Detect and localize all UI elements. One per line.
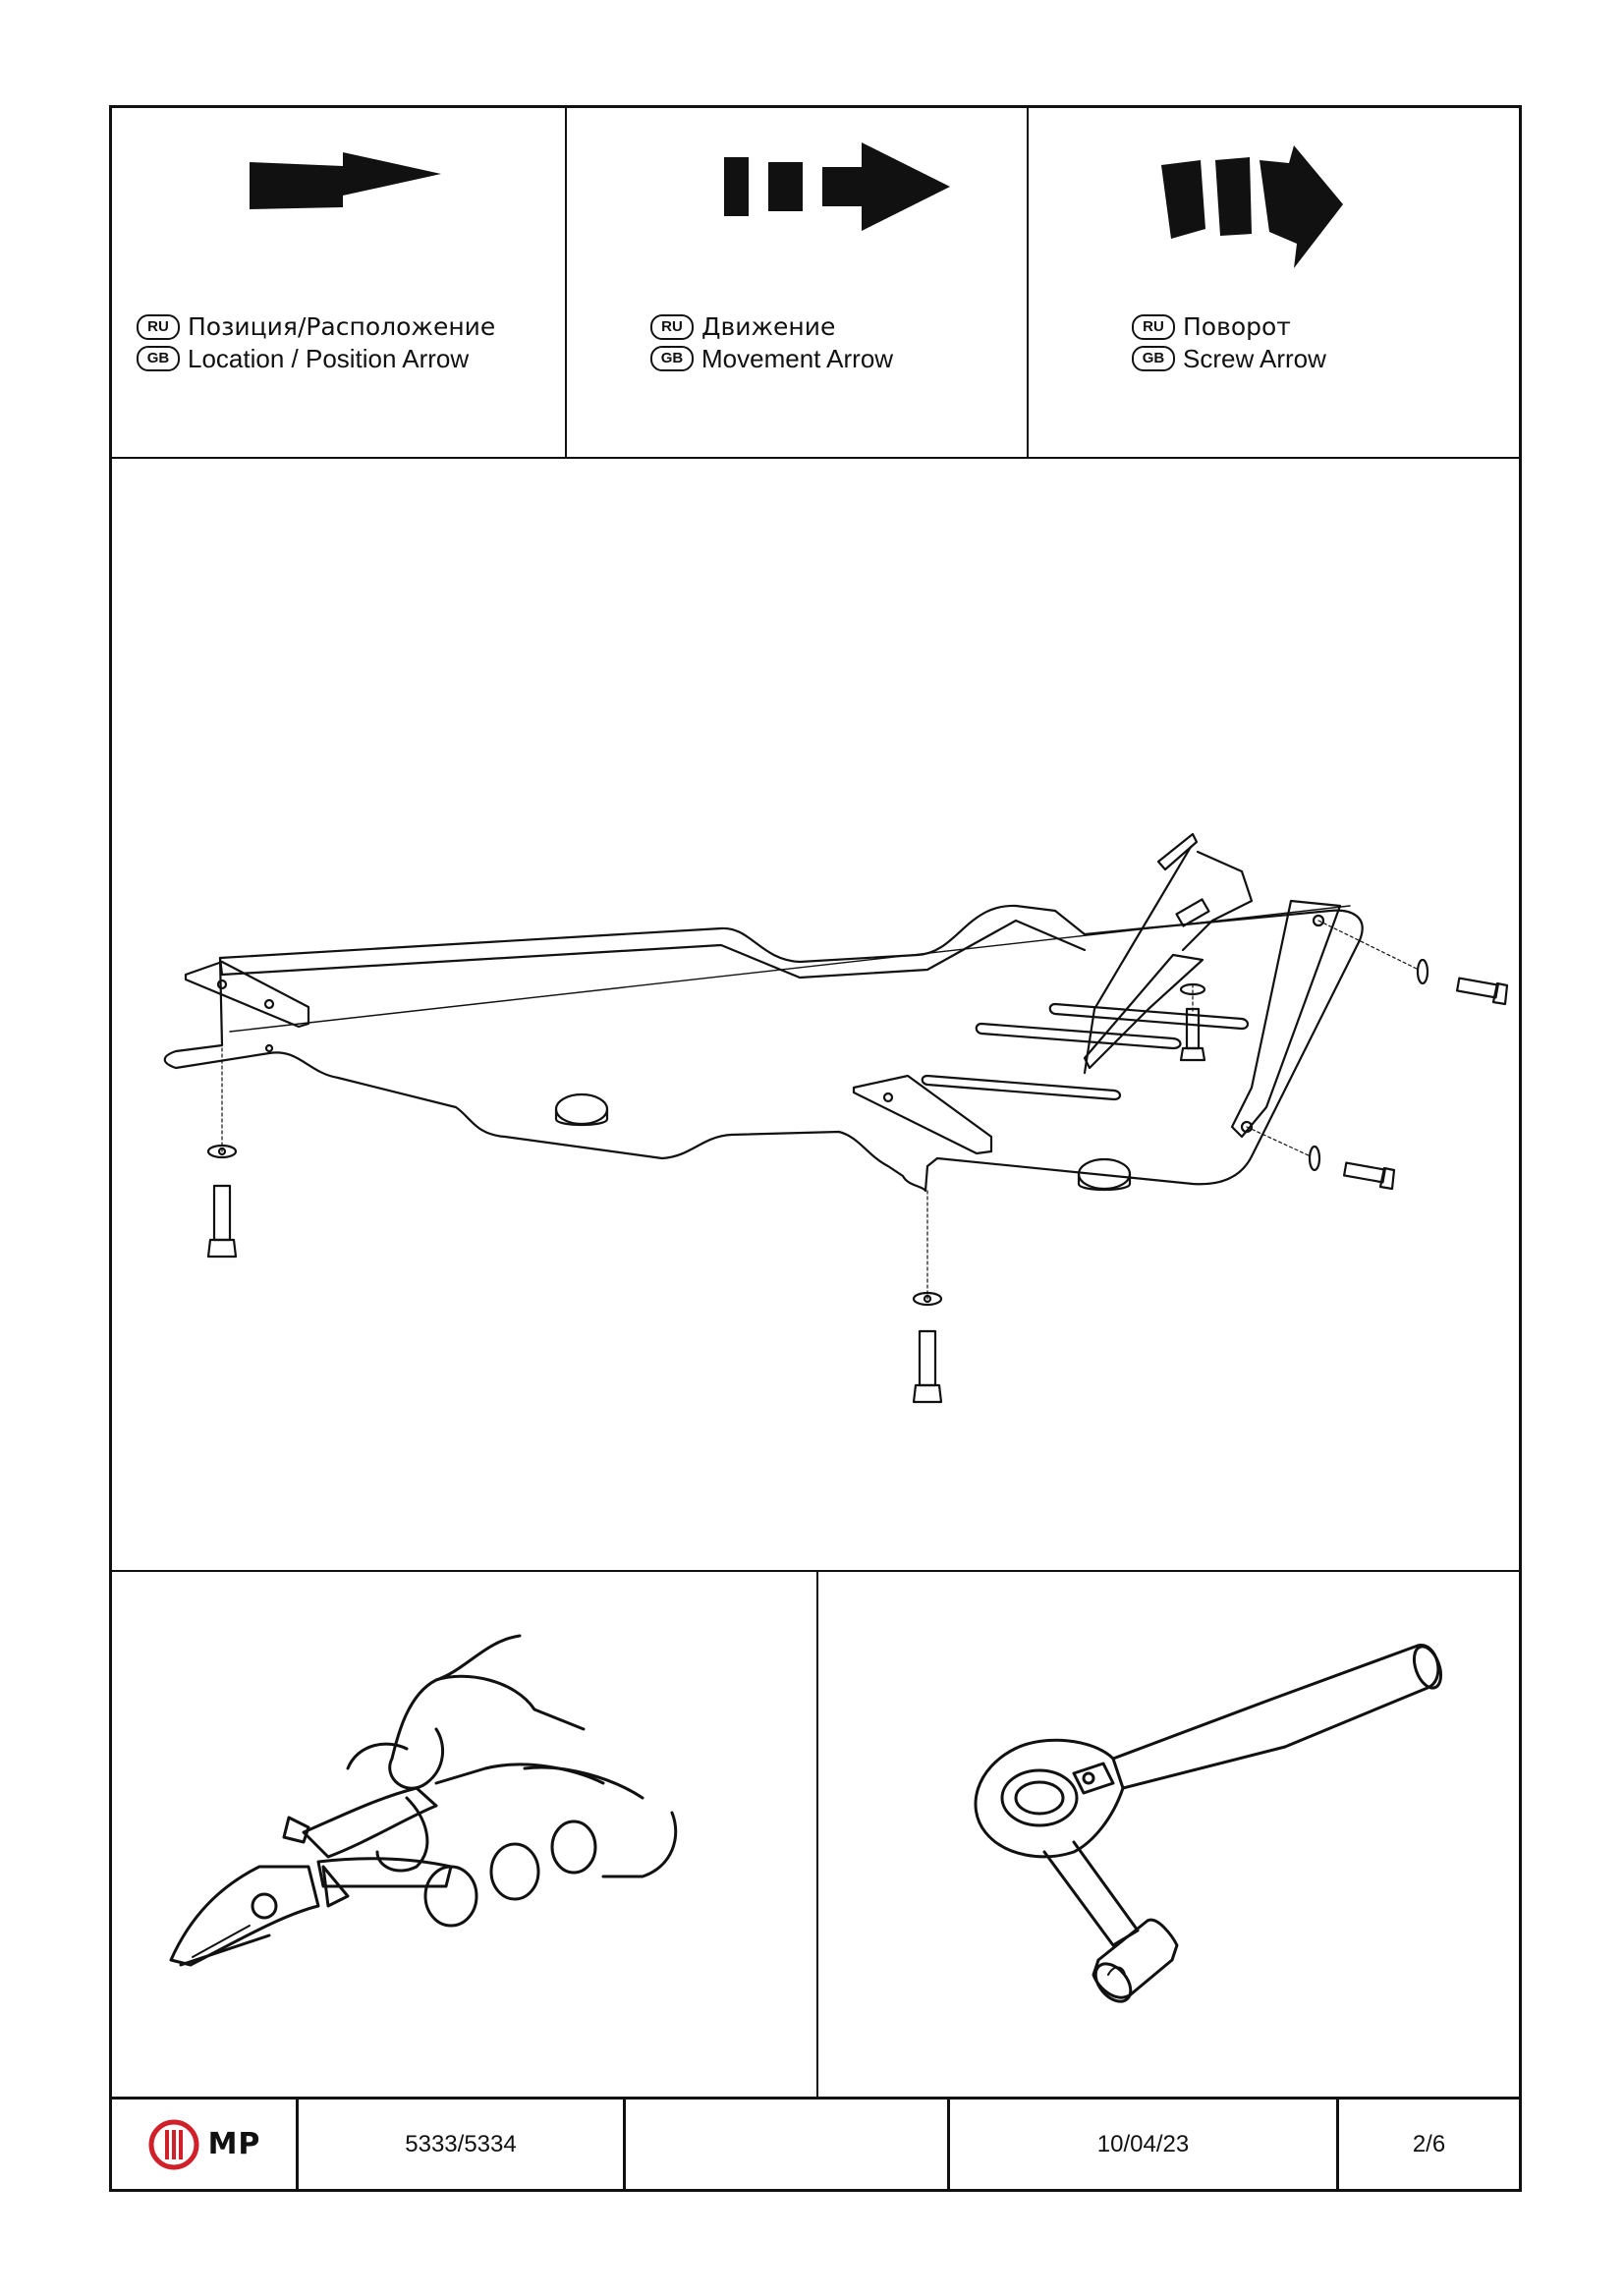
legend-location-ru: Позиция/Расположение [188, 312, 496, 341]
date-field: 10/04/23 [950, 2100, 1339, 2189]
bolt-top [1179, 982, 1206, 1062]
bolt-left [206, 1047, 238, 1259]
bolt-right-upper [1317, 920, 1509, 1006]
legend-screw-ru: Поворот [1183, 312, 1291, 341]
gb-badge: GB [137, 346, 180, 371]
legend-screw-gb: Screw Arrow [1183, 344, 1326, 373]
left-bracket [184, 960, 310, 1029]
legend-screw: RU Поворот GB Screw Arrow [1029, 108, 1522, 457]
location-arrow-icon [250, 152, 441, 209]
legend-movement-ru: Движение [701, 312, 836, 341]
instruction-sheet: RU Позиция/Расположение GB Location / Po… [109, 105, 1522, 2192]
blank-field [626, 2100, 950, 2189]
legend-movement-gb: Movement Arrow [701, 344, 894, 373]
tools-row [112, 1572, 1519, 2100]
movement-arrow-icon [724, 142, 950, 231]
ratchet-wrench-icon [974, 1644, 1443, 2003]
middle-bracket [852, 1074, 993, 1155]
ratchet-panel [818, 1572, 1519, 2097]
upper-bracket [1083, 953, 1204, 1070]
legend-location-gb: Location / Position Arrow [188, 344, 470, 373]
cutting-pliers-icon [169, 1634, 678, 1967]
title-block: MP 5333/5334 10/04/23 2/6 [112, 2100, 1519, 2189]
cutting-pliers-panel [112, 1572, 818, 2097]
logo-text: MP [207, 2127, 261, 2161]
slot [975, 1022, 1182, 1050]
ru-badge: RU [650, 314, 694, 340]
mp-logo-icon [148, 2119, 199, 2169]
bolt-middle [912, 1190, 943, 1404]
arrow-legend: RU Позиция/Расположение GB Location / Po… [112, 108, 1519, 459]
slot [921, 1074, 1122, 1101]
ru-badge: RU [137, 314, 180, 340]
part-number: 5333/5334 [299, 2100, 626, 2189]
bolt-right-lower [1246, 1126, 1396, 1191]
assembly-diagram [112, 459, 1519, 1572]
page-number: 2/6 [1412, 2130, 1446, 2157]
drain-plug [554, 1092, 609, 1126]
slot [1048, 1002, 1250, 1031]
ru-badge: RU [1132, 314, 1175, 340]
skid-plate-drawing [163, 832, 1509, 1404]
legend-movement: RU Движение GB Movement Arrow [567, 108, 1029, 457]
screw-arrow-icon [1161, 145, 1343, 268]
skid-plate-outline [163, 904, 1364, 1193]
gb-badge: GB [1132, 346, 1175, 371]
logo-cell: MP [112, 2100, 299, 2189]
legend-location: RU Позиция/Расположение GB Location / Po… [112, 108, 567, 457]
gb-badge: GB [650, 346, 694, 371]
